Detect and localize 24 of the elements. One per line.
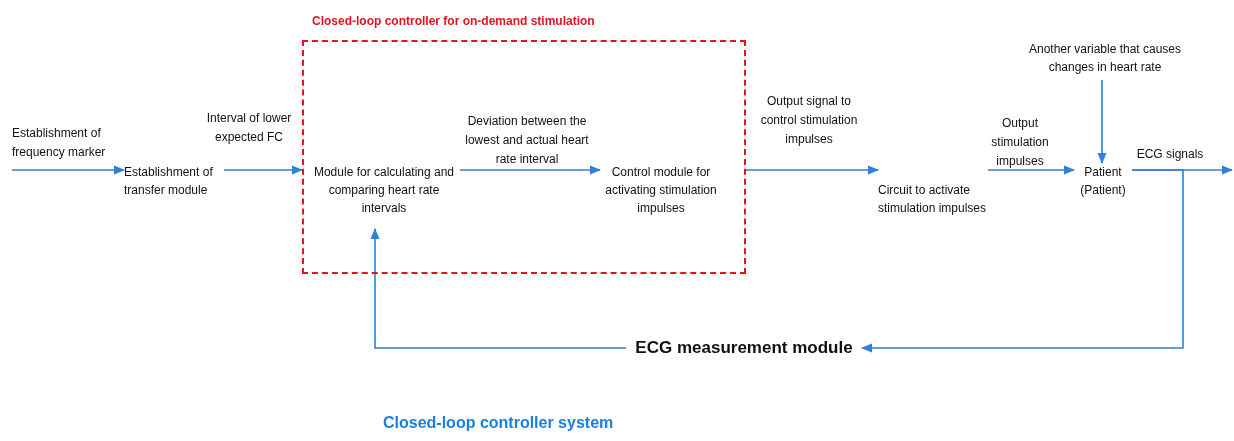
arrow [1097, 79, 1107, 165]
process-label: Circuit to activate stimulation impulses [878, 163, 988, 225]
edge-label: Deviation between the lowest and actual heart rate interval [464, 113, 590, 168]
edge-label: Output stimulation impulses [990, 115, 1050, 170]
process-label: Another variable that causes changes in heart rate [1018, 40, 1192, 80]
arrow [987, 165, 1076, 175]
group-title: Closed-loop controller for on-demand stimulation [312, 13, 595, 30]
process-label: Module for calculating and comparing heart rate intervals [308, 163, 460, 229]
edge-label: Establishment of frequency marker [12, 125, 107, 161]
edge-label: ECG signals [1135, 146, 1205, 163]
process-label: Establishment of transfer module [124, 163, 224, 207]
arrow [223, 165, 304, 175]
system-caption: Closed-loop controller system [383, 414, 614, 432]
arrow [860, 169, 1184, 353]
edge-label: Output signal to control stimulation impulses [759, 93, 859, 148]
node-text: Patient [1083, 164, 1123, 181]
arrow [370, 227, 627, 349]
arrow [745, 165, 880, 175]
process-label: ECG measurement module [626, 337, 862, 359]
node-text: (Patient) [1079, 182, 1127, 199]
arrow [459, 165, 602, 175]
edge-label: Interval of lower expected FC [205, 110, 293, 146]
process-label: Control module for activating stimulation impulses [600, 163, 722, 241]
arrow [11, 165, 126, 175]
